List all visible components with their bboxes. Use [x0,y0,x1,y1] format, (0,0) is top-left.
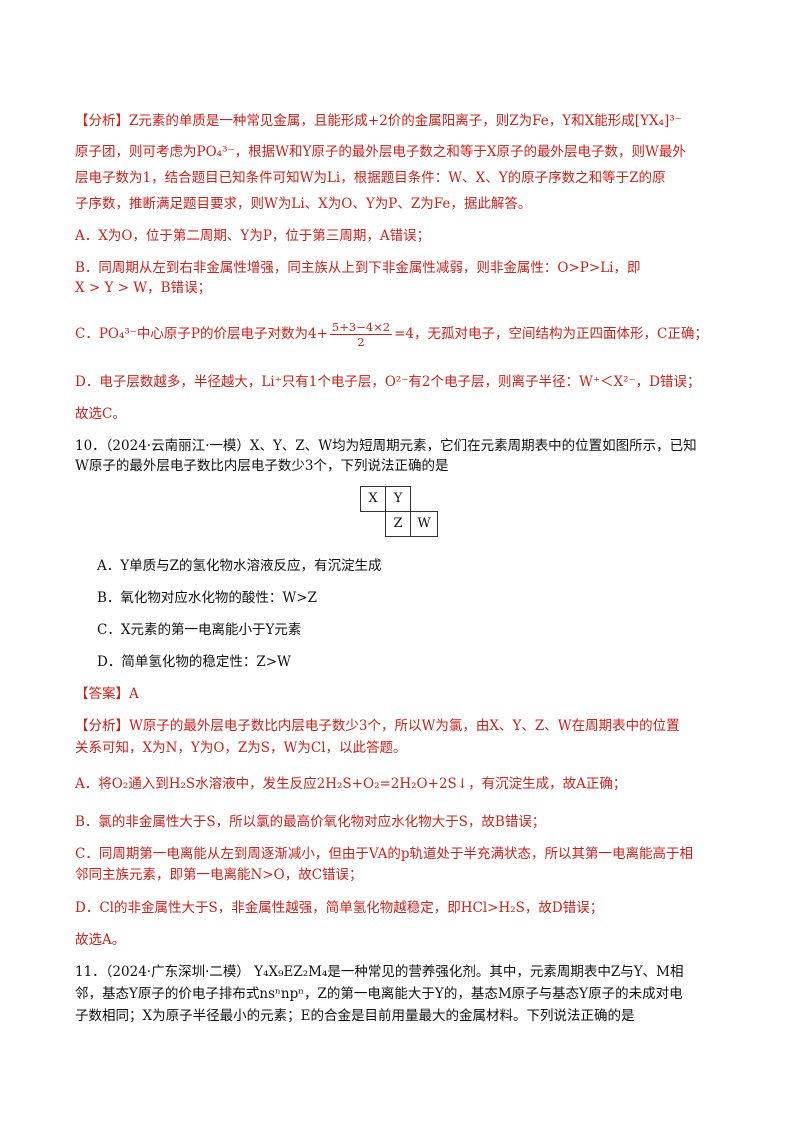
q10-conclusion: 故选A。 [75,932,126,948]
option-c-prefix: C．PO₄³⁻中心原子P的价层电子对数为4+ [75,326,328,342]
q10-answer: 【答案】A [75,686,139,702]
q10-analysis-line1: 【分析】W原子的最外层电子数比内层电子数少3个，所以W为氯，由X、Y、Z、W在周… [75,718,680,734]
fraction-denominator: 2 [357,335,365,349]
cell-y: Y [385,486,411,512]
q10-option-b: B．氧化物对应水化物的酸性：W>Z [97,590,317,606]
analysis-q9-option-b1: B．同周期从左到右非金属性增强，同主族从上到下非金属性减弱，则非金属性：O>P>… [75,260,641,276]
analysis-q9-line2: 原子团，则可考虑为PO₄³⁻，根据W和Y原子的最外层电子数之和等于X原子的最外层… [75,144,686,160]
option-c-suffix: =4，无孤对电子，空间结构为正四面体形，C正确； [394,326,708,342]
q10-explain-c2: 邻同主族元素，即第一电离能N>O，故C错误； [75,867,363,883]
q10-option-c: C．X元素的第一电离能小于Y元素 [97,622,302,638]
q10-option-a: A．Y单质与Z的氢化物水溶液反应，有沉淀生成 [97,558,382,574]
analysis-q9-option-b2: X > Y > W，B错误； [75,280,212,296]
q10-stem-line2: W原子的最外层电子数比内层电子数少3个，下列说法正确的是 [75,458,449,474]
analysis-q9-line4: 子序数，推断满足题目要求，则W为Li、X为O、Y为P、Z为Fe，据此解答。 [75,196,532,212]
q10-option-d: D．简单氢化物的稳定性：Z>W [97,654,291,670]
q10-explain-b: B．氯的非金属性大于S，所以氯的最高价氧化物对应水化物大于S，故B错误； [75,814,546,830]
cell-z: Z [385,511,411,537]
analysis-q9-line3: 层电子数为1，结合题目已知条件可知W为Li，根据题目条件：W、X、Y的原子序数之… [75,170,666,186]
q10-analysis-line2: 关系可知，X为N，Y为O，Z为S，W为Cl，以此答题。 [75,740,407,756]
analysis-q9-line1: 【分析】Z元素的单质是一种常见金属，且能形成+2价的金属阳离子，则Z为Fe，Y和… [75,113,682,129]
cell-x: X [360,486,386,512]
q10-explain-c1: C．同周期第一电离能从左到周逐渐减小，但由于VA的p轨道处于半充满状态，所以其第… [75,846,694,862]
q11-stem-line3: 子数相同；X为原子半径最小的元素；E的合金是目前用量最大的金属材料。下列说法正确… [75,1008,635,1024]
q11-stem-line1: 11．（2024·广东深圳·二模） Y₄X₉EZ₂M₄是一种常见的营养强化剂。其… [75,964,684,980]
q10-stem-line1: 10．（2024·云南丽江·一模）X、Y、Z、W均为短周期元素，它们在元素周期表… [75,438,697,454]
analysis-q9-option-d: D．电子层数越多，半径越大，Li⁺只有1个电子层，O²⁻有2个电子层，则离子半径… [75,374,701,390]
q10-explain-a: A．将O₂通入到H₂S水溶液中，发生反应2H₂S+O₂=2H₂O+2S↓，有沉淀… [75,776,627,792]
q10-explain-d: D．Cl的非金属性大于S，非金属性越强，简单氢化物越稳定，即HCl>H₂S，故D… [75,900,604,916]
fraction-numerator: 5+3−4×2 [329,320,393,335]
q11-stem-line2: 邻，基态Y原子的价电子排布式nsⁿnpⁿ，Z的第一电离能大于Y的，基态M原子与基… [75,986,683,1002]
cell-w: W [410,511,438,537]
analysis-q9-option-a: A．X为O，位于第二周期、Y为P，位于第三周期，A错误； [75,228,431,244]
analysis-q9-conclusion: 故选C。 [75,406,126,422]
